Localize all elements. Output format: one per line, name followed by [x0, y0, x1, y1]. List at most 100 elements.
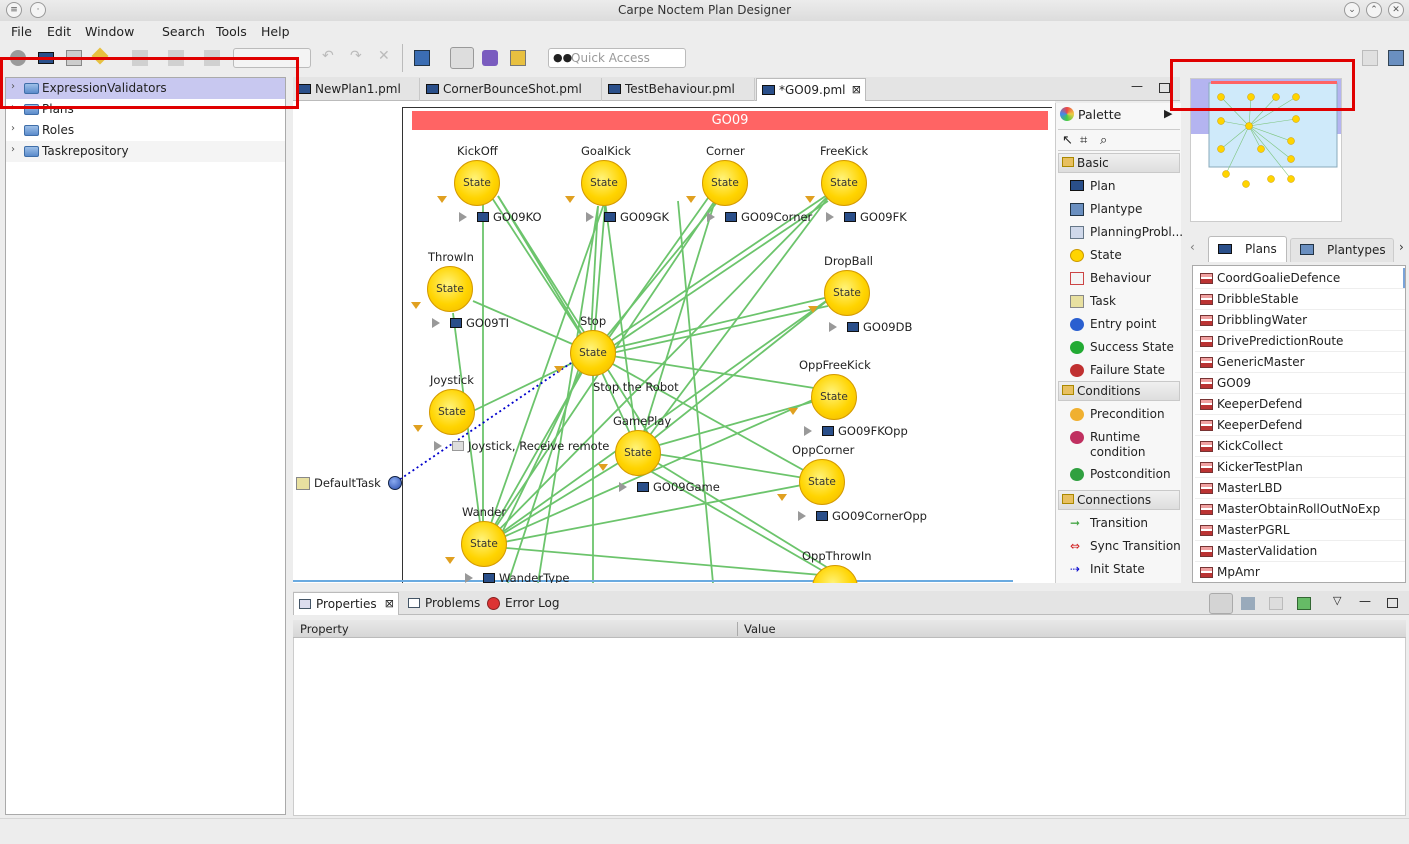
- state-kickoff[interactable]: State: [454, 160, 500, 206]
- menu-edit[interactable]: Edit: [47, 24, 72, 39]
- menu-window[interactable]: Window: [85, 24, 135, 39]
- palette-group-connections[interactable]: Connections: [1058, 490, 1180, 510]
- list-item[interactable]: GenericMaster: [1195, 352, 1405, 373]
- scroll-right-icon[interactable]: ›: [1399, 240, 1404, 254]
- maximize-icon[interactable]: ⌃: [1366, 2, 1382, 18]
- maximize-view-icon[interactable]: [1387, 598, 1398, 608]
- expand-arrow-icon[interactable]: ›: [11, 81, 15, 92]
- entry-point-icon[interactable]: [388, 476, 402, 490]
- app-menu-icon[interactable]: ≡: [6, 2, 22, 18]
- collapse-arrow-icon[interactable]: [586, 212, 594, 222]
- pin-icon[interactable]: [1297, 597, 1311, 610]
- collapse-arrow-icon[interactable]: [459, 212, 467, 222]
- collapse-arrow-icon[interactable]: [826, 212, 834, 222]
- palette-item-failurestate[interactable]: Failure State: [1070, 363, 1165, 377]
- list-item[interactable]: KickerTestPlan: [1195, 457, 1405, 478]
- diagram-overview[interactable]: [1190, 78, 1342, 222]
- close-tab-icon[interactable]: ⊠: [851, 83, 861, 96]
- list-item[interactable]: MasterPGRL: [1195, 520, 1405, 541]
- state-oppfreekick[interactable]: State: [811, 374, 857, 420]
- marquee-tool-icon[interactable]: ⌗: [1080, 133, 1088, 148]
- expand-arrow-icon[interactable]: ›: [11, 144, 15, 155]
- palette-toggle-icon[interactable]: ▶: [1164, 107, 1173, 120]
- state-joystick[interactable]: State: [429, 389, 475, 435]
- tree-item-expressionvalidators[interactable]: › ExpressionValidators: [6, 78, 285, 99]
- palette-item-task[interactable]: Task: [1070, 294, 1116, 308]
- select-tool-icon[interactable]: ↖: [1062, 133, 1073, 148]
- palette-item-behaviour[interactable]: Behaviour: [1070, 271, 1151, 285]
- minimize-view-icon[interactable]: —: [1131, 79, 1143, 93]
- list-item[interactable]: CoordGoalieDefence: [1195, 268, 1405, 289]
- pin-editor-icon[interactable]: [450, 47, 474, 69]
- plan-diagram-canvas[interactable]: GO09 State KickOff: [293, 101, 1055, 583]
- tab-cornerbounceshot[interactable]: CornerBounceShot.pml: [421, 78, 602, 101]
- window-options-icon[interactable]: ·: [30, 2, 46, 18]
- tab-testbehaviour[interactable]: TestBehaviour.pml: [603, 78, 755, 101]
- palette-item-runtimecondition[interactable]: Runtime condition: [1070, 430, 1170, 460]
- collapse-arrow-icon[interactable]: [465, 573, 473, 583]
- state-dropball[interactable]: State: [824, 270, 870, 316]
- minimize-view-icon[interactable]: —: [1359, 594, 1371, 608]
- list-item[interactable]: KeeperDefend: [1195, 394, 1405, 415]
- state-goalkick[interactable]: State: [581, 160, 627, 206]
- palette-item-transition[interactable]: ➞Transition: [1070, 516, 1149, 530]
- list-item[interactable]: MasterLBD: [1195, 478, 1405, 499]
- palette-item-state[interactable]: State: [1070, 248, 1122, 262]
- state-corner[interactable]: State: [702, 160, 748, 206]
- tab-go09[interactable]: *GO09.pml⊠: [756, 78, 866, 101]
- list-item[interactable]: DribbleStable: [1195, 289, 1405, 310]
- palette-item-plan[interactable]: Plan: [1070, 179, 1116, 193]
- run-icon[interactable]: [482, 50, 498, 66]
- state-throwin[interactable]: State: [427, 266, 473, 312]
- collapse-arrow-icon[interactable]: [434, 441, 442, 451]
- tab-properties[interactable]: Properties⊠: [293, 592, 399, 615]
- tab-plantypes[interactable]: Plantypes: [1290, 238, 1394, 262]
- palette-item-initstate[interactable]: ⇢Init State: [1070, 562, 1145, 576]
- view-menu-icon[interactable]: ▽: [1333, 594, 1342, 607]
- menu-search[interactable]: Search: [162, 24, 205, 39]
- codegen-icon[interactable]: [510, 50, 526, 66]
- minimize-icon[interactable]: ⌄: [1344, 2, 1360, 18]
- palette-group-conditions[interactable]: Conditions: [1058, 381, 1180, 401]
- show-advanced-icon[interactable]: [1241, 597, 1255, 610]
- palette-item-successstate[interactable]: Success State: [1070, 340, 1174, 354]
- tree-item-taskrepository[interactable]: › Taskrepository: [6, 141, 285, 162]
- menu-tools[interactable]: Tools: [216, 24, 247, 39]
- collapse-arrow-icon[interactable]: [804, 426, 812, 436]
- list-item[interactable]: MasterObtainRollOutNoExp: [1195, 499, 1405, 520]
- collapse-arrow-icon[interactable]: [829, 322, 837, 332]
- quick-access-input[interactable]: ●● Quick Access: [548, 48, 686, 68]
- list-item[interactable]: KeeperDefend: [1195, 415, 1405, 436]
- show-categories-button[interactable]: [1209, 593, 1233, 614]
- scroll-left-icon[interactable]: ‹: [1190, 240, 1195, 254]
- collapse-arrow-icon[interactable]: [707, 212, 715, 222]
- list-item[interactable]: MpAmr: [1195, 562, 1405, 582]
- list-item[interactable]: GO09: [1195, 373, 1405, 394]
- state-wander[interactable]: State: [461, 521, 507, 567]
- tab-error-log[interactable]: Error Log: [483, 592, 563, 615]
- close-tab-icon[interactable]: ⊠: [384, 597, 394, 610]
- state-freekick[interactable]: State: [821, 160, 867, 206]
- list-item[interactable]: DribblingWater: [1195, 310, 1405, 331]
- column-header-property[interactable]: Property: [300, 622, 349, 636]
- palette-item-planningproblem[interactable]: PlanningProbl...: [1070, 225, 1183, 239]
- expand-arrow-icon[interactable]: ›: [11, 123, 15, 134]
- tree-item-roles[interactable]: › Roles: [6, 120, 285, 141]
- scrollbar-thumb[interactable]: [1403, 268, 1405, 288]
- close-icon[interactable]: ✕: [1388, 2, 1404, 18]
- palette-item-plantype[interactable]: Plantype: [1070, 202, 1142, 216]
- palette-group-basic[interactable]: Basic: [1058, 153, 1180, 173]
- palette-item-entrypoint[interactable]: Entry point: [1070, 317, 1156, 331]
- list-item[interactable]: KickCollect: [1195, 436, 1405, 457]
- column-header-value[interactable]: Value: [744, 622, 776, 636]
- state-oppcorner[interactable]: State: [799, 459, 845, 505]
- tab-newplan1[interactable]: NewPlan1.pml: [293, 78, 420, 101]
- menu-help[interactable]: Help: [261, 24, 290, 39]
- state-gameplay[interactable]: State: [615, 430, 661, 476]
- new-window-icon[interactable]: [414, 50, 430, 66]
- palette-item-precondition[interactable]: Precondition: [1070, 407, 1165, 421]
- list-item[interactable]: DrivePredictionRoute: [1195, 331, 1405, 352]
- tab-problems[interactable]: Problems: [403, 592, 483, 615]
- collapse-arrow-icon[interactable]: [798, 511, 806, 521]
- collapse-arrow-icon[interactable]: [432, 318, 440, 328]
